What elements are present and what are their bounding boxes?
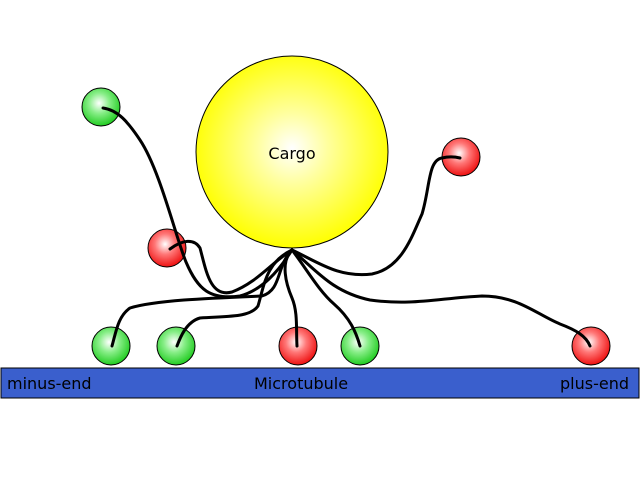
tether-line xyxy=(101,106,294,299)
tether-line xyxy=(168,239,294,295)
tethers xyxy=(101,106,592,348)
tether-line xyxy=(175,248,294,348)
cargo-sphere xyxy=(195,55,389,249)
microtubule-track xyxy=(0,367,640,399)
tether-line xyxy=(283,248,299,348)
tether-line xyxy=(290,248,362,348)
tether-line xyxy=(110,248,294,348)
microtubule-label: Microtubule xyxy=(254,374,348,393)
plus-end-label: plus-end xyxy=(560,374,629,393)
tether-line xyxy=(290,155,462,277)
cargo-label: Cargo xyxy=(268,144,315,163)
motor-green-detached xyxy=(81,87,121,127)
minus-end-label: minus-end xyxy=(7,374,92,393)
tether-line xyxy=(290,248,592,348)
